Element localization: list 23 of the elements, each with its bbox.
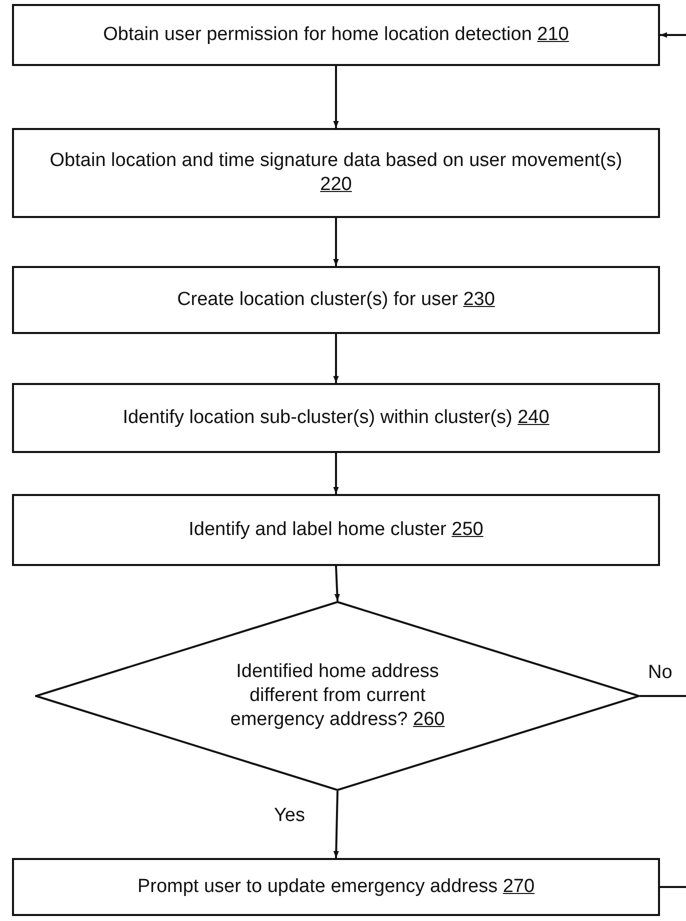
step-text: Prompt user to update emergency address 270 — [137, 875, 535, 899]
process-box — [12, 858, 660, 916]
connector-line — [640, 695, 686, 697]
step-text: Identify location sub-cluster(s) within cluster(s) 240 — [122, 406, 550, 430]
step-text: Identify and label home cluster 250 — [188, 518, 484, 542]
process-box — [12, 266, 660, 334]
step-text: Obtain location and time signature data based on user movement(s) 220 — [48, 149, 624, 197]
process-box — [12, 128, 660, 218]
step-text: Identified home address different from current emergency address? 260 — [229, 660, 446, 732]
process-box — [12, 4, 660, 66]
arrow — [333, 66, 339, 128]
process-box — [12, 383, 660, 453]
step-text: Create location cluster(s) for user 230 — [177, 288, 495, 312]
arrow — [333, 334, 339, 383]
arrow — [333, 790, 339, 858]
connector-line — [660, 886, 686, 888]
decision-diamond — [35, 601, 640, 791]
process-box — [12, 494, 660, 566]
arrow — [333, 453, 339, 494]
arrow — [334, 566, 340, 602]
arrow — [333, 218, 339, 266]
step-text: Obtain user permission for home location detection 210 — [103, 23, 569, 47]
arrow — [660, 32, 686, 38]
